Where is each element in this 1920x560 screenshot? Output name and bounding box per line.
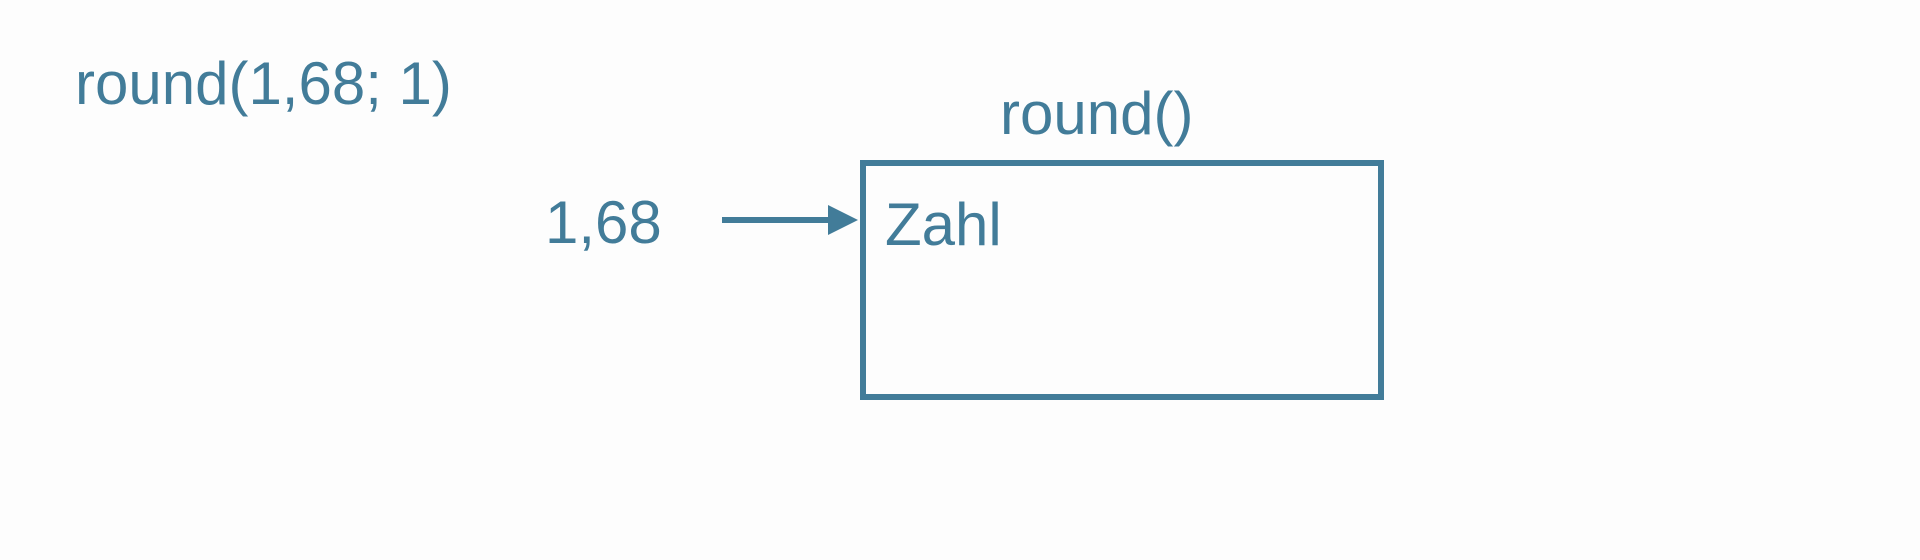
arrow-right-icon	[722, 205, 858, 235]
parameter-label-zahl: Zahl	[885, 191, 1002, 258]
function-box	[860, 160, 1384, 400]
function-call-expression: round(1,68; 1)	[75, 50, 452, 117]
function-box-title: round()	[1000, 80, 1194, 147]
input-value-label: 1,68	[545, 189, 662, 256]
